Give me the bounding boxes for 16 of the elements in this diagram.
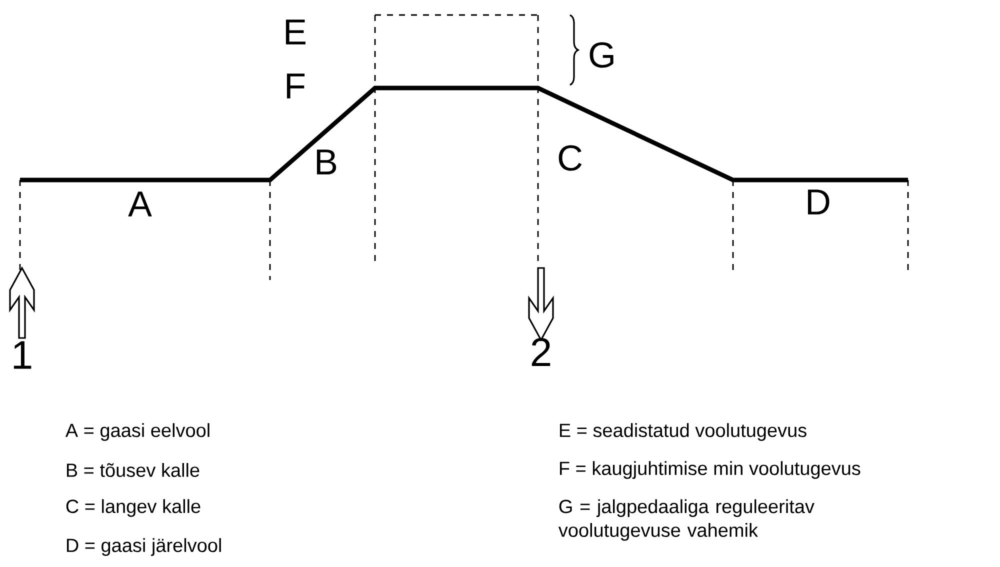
- segment-label: A: [128, 192, 152, 216]
- legend-text: D = gaasi järelvool: [66, 538, 221, 556]
- legend-text: A = gaasi eelvool: [65, 423, 210, 441]
- legend-text: F = kaugjuhtimise min voolutugevus: [560, 461, 860, 479]
- callout-number: 2: [532, 338, 550, 366]
- range-label: G: [590, 42, 614, 68]
- legend-text: G = jalgpedaaliga reguleeritav voolutugevuse vahemik: [558, 499, 814, 541]
- level-label: E: [286, 20, 306, 44]
- legend-text: E = seadistatud voolutugevus: [560, 423, 806, 441]
- legend-text: B = tõusev kalle: [66, 463, 200, 477]
- legend-text: C = langev kalle: [66, 499, 200, 517]
- segment-label: C: [558, 145, 582, 171]
- segment-label: B: [316, 150, 336, 174]
- level-label: F: [286, 74, 305, 98]
- segment-label: D: [808, 190, 830, 214]
- callout-number: 1: [14, 341, 32, 369]
